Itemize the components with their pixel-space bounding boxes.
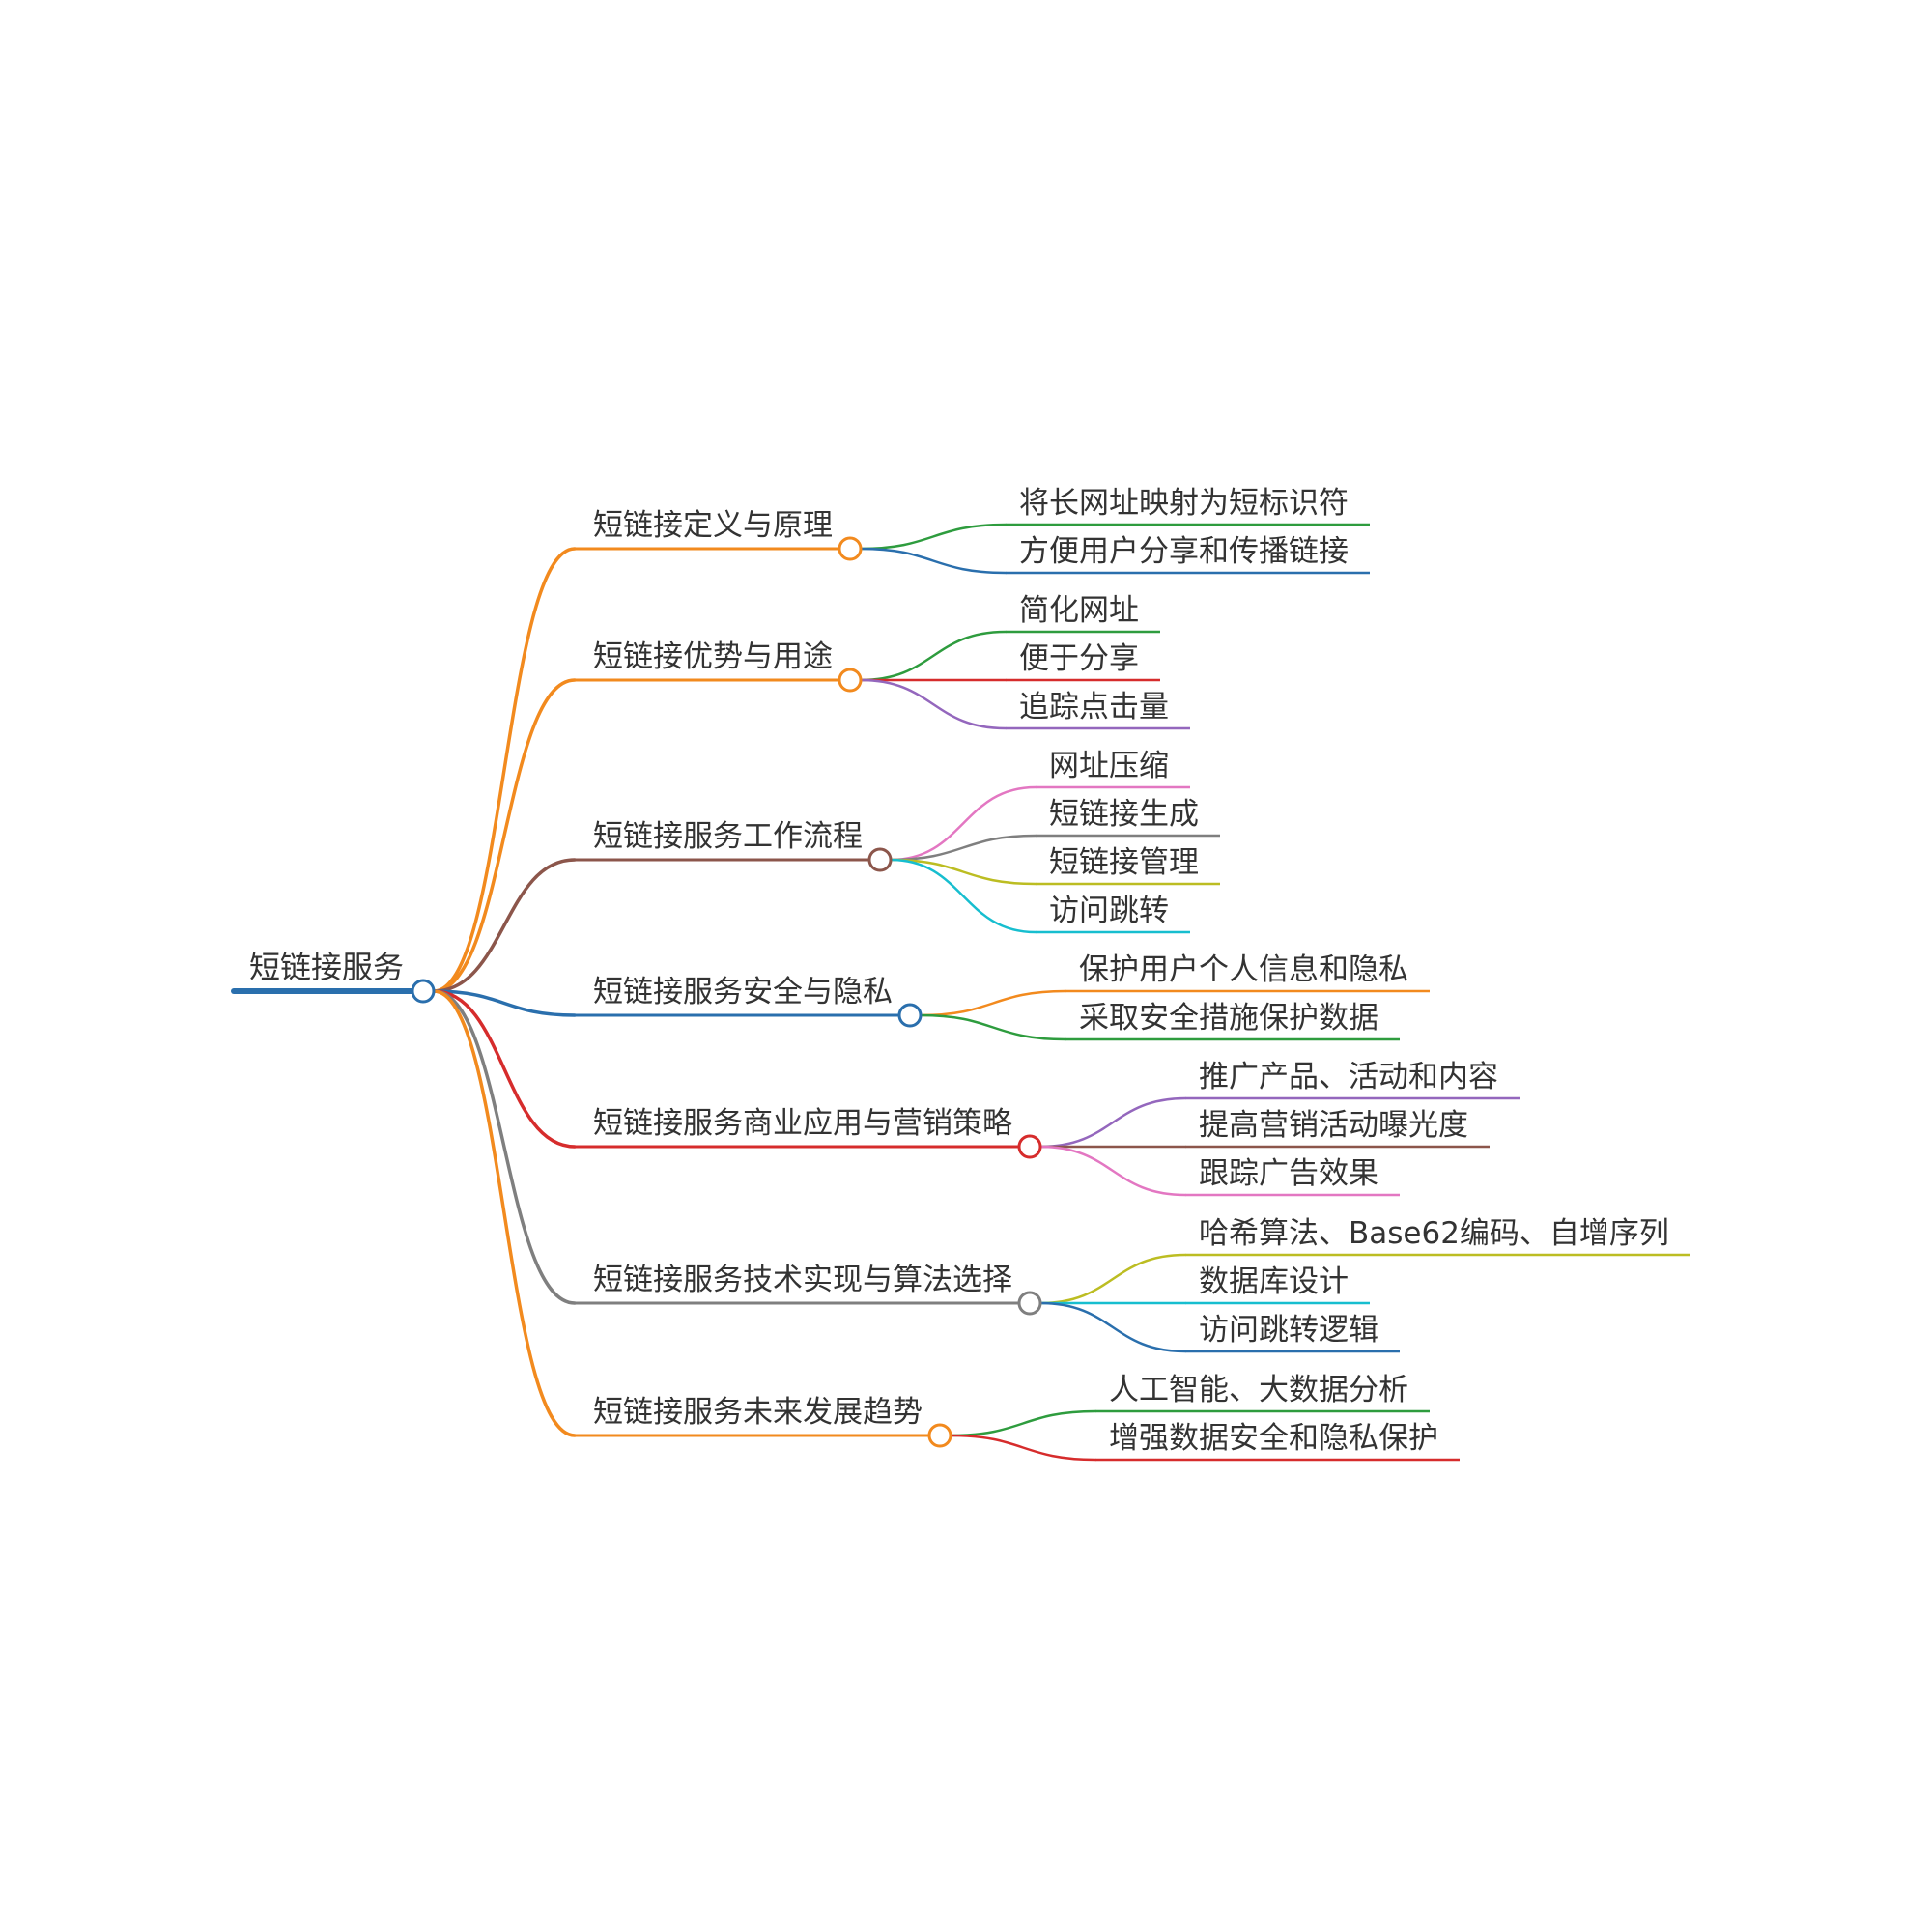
- branch-node-circle[interactable]: [1017, 1134, 1042, 1159]
- branch-label: 短链接服务技术实现与算法选择: [593, 1263, 1012, 1297]
- root-to-branch-edge: [432, 858, 577, 993]
- branch-to-leaf-edge: [1038, 1301, 1187, 1353]
- branch-to-leaf-edge: [859, 523, 1008, 551]
- leaf-label: 保护用户个人信息和隐私: [1079, 952, 1408, 987]
- leaf-label: 采取安全措施保护数据: [1079, 1001, 1378, 1036]
- branch-node-circle[interactable]: [927, 1423, 952, 1448]
- leaf-label: 方便用户分享和传播链接: [1019, 534, 1349, 569]
- branch-to-leaf-edge: [889, 858, 1037, 886]
- leaf-label: 哈希算法、Base62编码、自增序列: [1199, 1216, 1669, 1251]
- leaf-label: 人工智能、大数据分析: [1109, 1373, 1408, 1407]
- root-to-branch-edge: [432, 989, 577, 1017]
- mindmap-edges: [432, 523, 1187, 1462]
- leaf-label: 跟踪广告效果: [1199, 1156, 1378, 1191]
- branch-label: 短链接服务未来发展趋势: [593, 1395, 923, 1430]
- leaf-label: 推广产品、活动和内容: [1199, 1060, 1498, 1094]
- root-to-branch-edge: [432, 547, 577, 993]
- branch-label: 短链接优势与用途: [593, 639, 833, 674]
- leaf-label: 追踪点击量: [1019, 690, 1169, 724]
- root-to-branch-edge: [432, 678, 577, 993]
- branch-label: 短链接定义与原理: [593, 508, 833, 543]
- branch-to-leaf-edge: [859, 630, 1008, 682]
- branch-node-circle[interactable]: [867, 847, 893, 872]
- branch-to-leaf-edge: [919, 1013, 1067, 1041]
- branch-to-leaf-edge: [889, 785, 1037, 862]
- leaf-label: 访问跳转逻辑: [1199, 1313, 1378, 1348]
- leaf-label: 访问跳转: [1049, 894, 1169, 928]
- leaf-label: 短链接管理: [1049, 845, 1199, 880]
- branch-node-circle[interactable]: [1017, 1291, 1042, 1316]
- branch-to-leaf-edge: [949, 1434, 1097, 1462]
- branch-label: 短链接服务工作流程: [593, 819, 863, 854]
- branch-to-leaf-edge: [859, 678, 1008, 730]
- leaf-label: 增强数据安全和隐私保护: [1109, 1421, 1438, 1456]
- branch-to-leaf-edge: [1038, 1145, 1187, 1197]
- branch-node-circle[interactable]: [897, 1003, 923, 1028]
- branch-to-leaf-edge: [889, 858, 1037, 934]
- leaf-label: 短链接生成: [1049, 797, 1199, 832]
- leaf-label: 简化网址: [1019, 593, 1139, 628]
- branch-to-leaf-edge: [1038, 1096, 1187, 1149]
- leaf-label: 便于分享: [1019, 641, 1139, 676]
- mindmap-underlines: [231, 523, 1690, 1462]
- root-to-branch-edge: [432, 989, 577, 1305]
- root-node-circle[interactable]: [411, 979, 436, 1004]
- leaf-label: 将长网址映射为短标识符: [1019, 486, 1349, 521]
- leaf-label: 网址压缩: [1049, 749, 1169, 783]
- branch-to-leaf-edge: [949, 1409, 1097, 1437]
- branch-to-leaf-edge: [889, 834, 1037, 862]
- leaf-label: 数据库设计: [1199, 1264, 1349, 1299]
- branch-node-circle[interactable]: [838, 536, 863, 561]
- branch-to-leaf-edge: [919, 989, 1067, 1017]
- branch-to-leaf-edge: [1038, 1253, 1187, 1305]
- branch-label: 短链接服务商业应用与营销策略: [593, 1106, 1012, 1141]
- leaf-label: 提高营销活动曝光度: [1199, 1108, 1468, 1143]
- root-to-branch-edge: [432, 989, 577, 1437]
- branch-node-circle[interactable]: [838, 668, 863, 693]
- root-to-branch-edge: [432, 989, 577, 1149]
- root-node-label: 短链接服务: [249, 949, 404, 985]
- mindmap-labels: 短链接服务 短链接定义与原理 将长网址映射为短标识符方便用户分享和传播链接短链接优势…: [249, 486, 1669, 1456]
- branch-to-leaf-edge: [859, 547, 1008, 575]
- branch-label: 短链接服务安全与隐私: [593, 975, 893, 1009]
- mindmap-node-circles: [411, 536, 1042, 1448]
